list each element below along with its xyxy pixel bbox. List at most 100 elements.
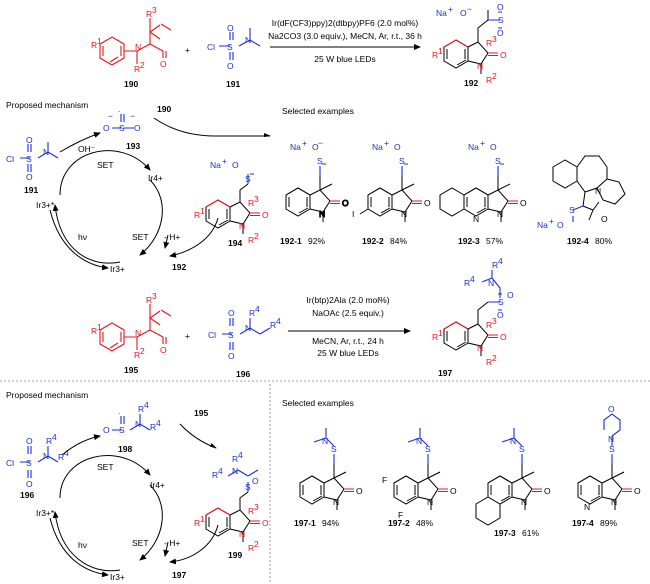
svg-text:S: S	[609, 444, 615, 454]
mech1-hv: hν	[78, 232, 87, 242]
mech2-ir3s: Ir3+*	[36, 508, 55, 518]
svg-text:O: O	[228, 308, 235, 318]
reaction-1-catalyst: Ir(dF(CF3)ppy)2(dtbpy)PF6 (2.0 mol%)	[272, 18, 419, 28]
mech1-ir4: Ir4+	[148, 173, 163, 183]
mechanism-1: Proposed mechanism Cl S N O O 191 O S O …	[6, 100, 271, 274]
svg-text:2: 2	[492, 353, 497, 363]
reactant-191: Cl S N O O 191	[207, 23, 261, 89]
reaction-2-solvent: MeCN, Ar, r.t., 24 h	[312, 336, 384, 346]
mech2-label-195: 195	[194, 408, 208, 418]
svg-text:N: N	[333, 497, 339, 507]
svg-text:O: O	[342, 198, 349, 208]
mechanism-2-heading: Proposed mechanism	[6, 390, 88, 400]
mech2-set2: SET	[132, 538, 149, 548]
svg-text:R: R	[270, 320, 276, 330]
mech1-minus-h: - H+	[164, 232, 180, 242]
svg-text:R: R	[432, 50, 438, 60]
svg-text:4: 4	[144, 400, 149, 410]
svg-text:+: +	[185, 45, 190, 55]
svg-text:O: O	[608, 404, 615, 414]
svg-text:O: O	[134, 123, 141, 133]
svg-text:+: +	[185, 331, 190, 341]
svg-text:4: 4	[218, 466, 223, 476]
mech2-label-198: 198	[118, 444, 132, 454]
svg-text:S: S	[498, 15, 504, 25]
svg-text:N: N	[135, 328, 141, 338]
svg-text:R: R	[212, 470, 218, 480]
reaction-2-light: 25 W blue LEDs	[317, 348, 378, 358]
svg-text:S: S	[519, 444, 525, 454]
svg-text:S: S	[498, 297, 504, 307]
example-192-1-yield: 92%	[308, 236, 325, 246]
example-192-4-yield: 80%	[595, 236, 612, 246]
svg-text:O: O	[490, 142, 497, 152]
svg-text:.: .	[118, 104, 120, 114]
svg-text:R: R	[146, 295, 152, 305]
label-191: 191	[226, 79, 240, 89]
svg-text:R: R	[134, 350, 140, 360]
mech2-hv: hν	[78, 540, 87, 550]
svg-text:N: N	[135, 419, 141, 429]
svg-text:N: N	[43, 147, 49, 157]
example-197-3: S N N O 197-3 61%	[475, 428, 551, 538]
svg-text:2: 2	[140, 346, 145, 356]
svg-text:1: 1	[438, 46, 443, 56]
svg-text:N: N	[473, 214, 479, 224]
svg-text:O: O	[544, 486, 551, 496]
svg-text:S: S	[425, 444, 431, 454]
svg-text:R: R	[464, 278, 470, 288]
mech2-label-196: 196	[20, 490, 34, 500]
svg-text:N: N	[477, 343, 483, 353]
svg-text:N: N	[510, 436, 516, 446]
svg-text:Na: Na	[436, 8, 447, 18]
svg-text:S: S	[245, 482, 251, 492]
mech1-label-192: 192	[172, 262, 186, 272]
svg-text:R: R	[134, 64, 140, 74]
svg-text:O: O	[26, 436, 33, 446]
svg-text:N: N	[488, 278, 494, 288]
examples-1-heading: Selected examples	[282, 106, 354, 116]
example-192-2: Na+ O S I N O 192-2 84%	[352, 138, 431, 246]
svg-text:4: 4	[255, 304, 260, 314]
svg-text:O: O	[507, 290, 514, 300]
mech1-193: O S O . − − 193	[103, 104, 141, 151]
svg-text:N: N	[43, 451, 49, 461]
example-192-3: Na+ O S N N O 192-3 57%	[439, 138, 527, 246]
example-197-1: S N N O 197-1 94%	[294, 428, 363, 528]
example-197-1-id: 197-1	[294, 518, 316, 528]
mech1-label-191: 191	[24, 185, 38, 195]
svg-text:4: 4	[64, 448, 69, 458]
svg-text:4: 4	[52, 432, 57, 442]
svg-text:+: +	[222, 156, 227, 166]
mech1-oh: OH⁻	[78, 144, 96, 154]
svg-text:−: −	[467, 4, 472, 14]
svg-text:R: R	[232, 454, 238, 464]
label-195: 195	[124, 365, 138, 375]
example-197-4-id: 197-4	[572, 518, 594, 528]
svg-text:N: N	[595, 186, 601, 196]
svg-text:O: O	[26, 479, 33, 489]
svg-text:O: O	[557, 220, 564, 230]
svg-text:2: 2	[492, 71, 497, 81]
svg-text:O: O	[497, 28, 504, 38]
svg-text:3: 3	[492, 316, 497, 326]
svg-text:R: R	[486, 38, 492, 48]
svg-text:R: R	[194, 210, 200, 220]
svg-text:N: N	[239, 221, 245, 231]
mech2-minus-h: - H+	[164, 538, 180, 548]
svg-text:Cl: Cl	[207, 42, 215, 52]
svg-text:I: I	[352, 209, 354, 219]
svg-text:−: −	[108, 111, 113, 121]
example-192-3-yield: 57%	[486, 236, 503, 246]
svg-text:O: O	[356, 486, 363, 496]
svg-text:R: R	[432, 332, 438, 342]
svg-text:−: −	[130, 111, 135, 121]
svg-text:R: R	[248, 543, 254, 553]
svg-text:+: +	[549, 216, 554, 226]
svg-text:O: O	[394, 142, 401, 152]
svg-text:O: O	[103, 425, 110, 435]
